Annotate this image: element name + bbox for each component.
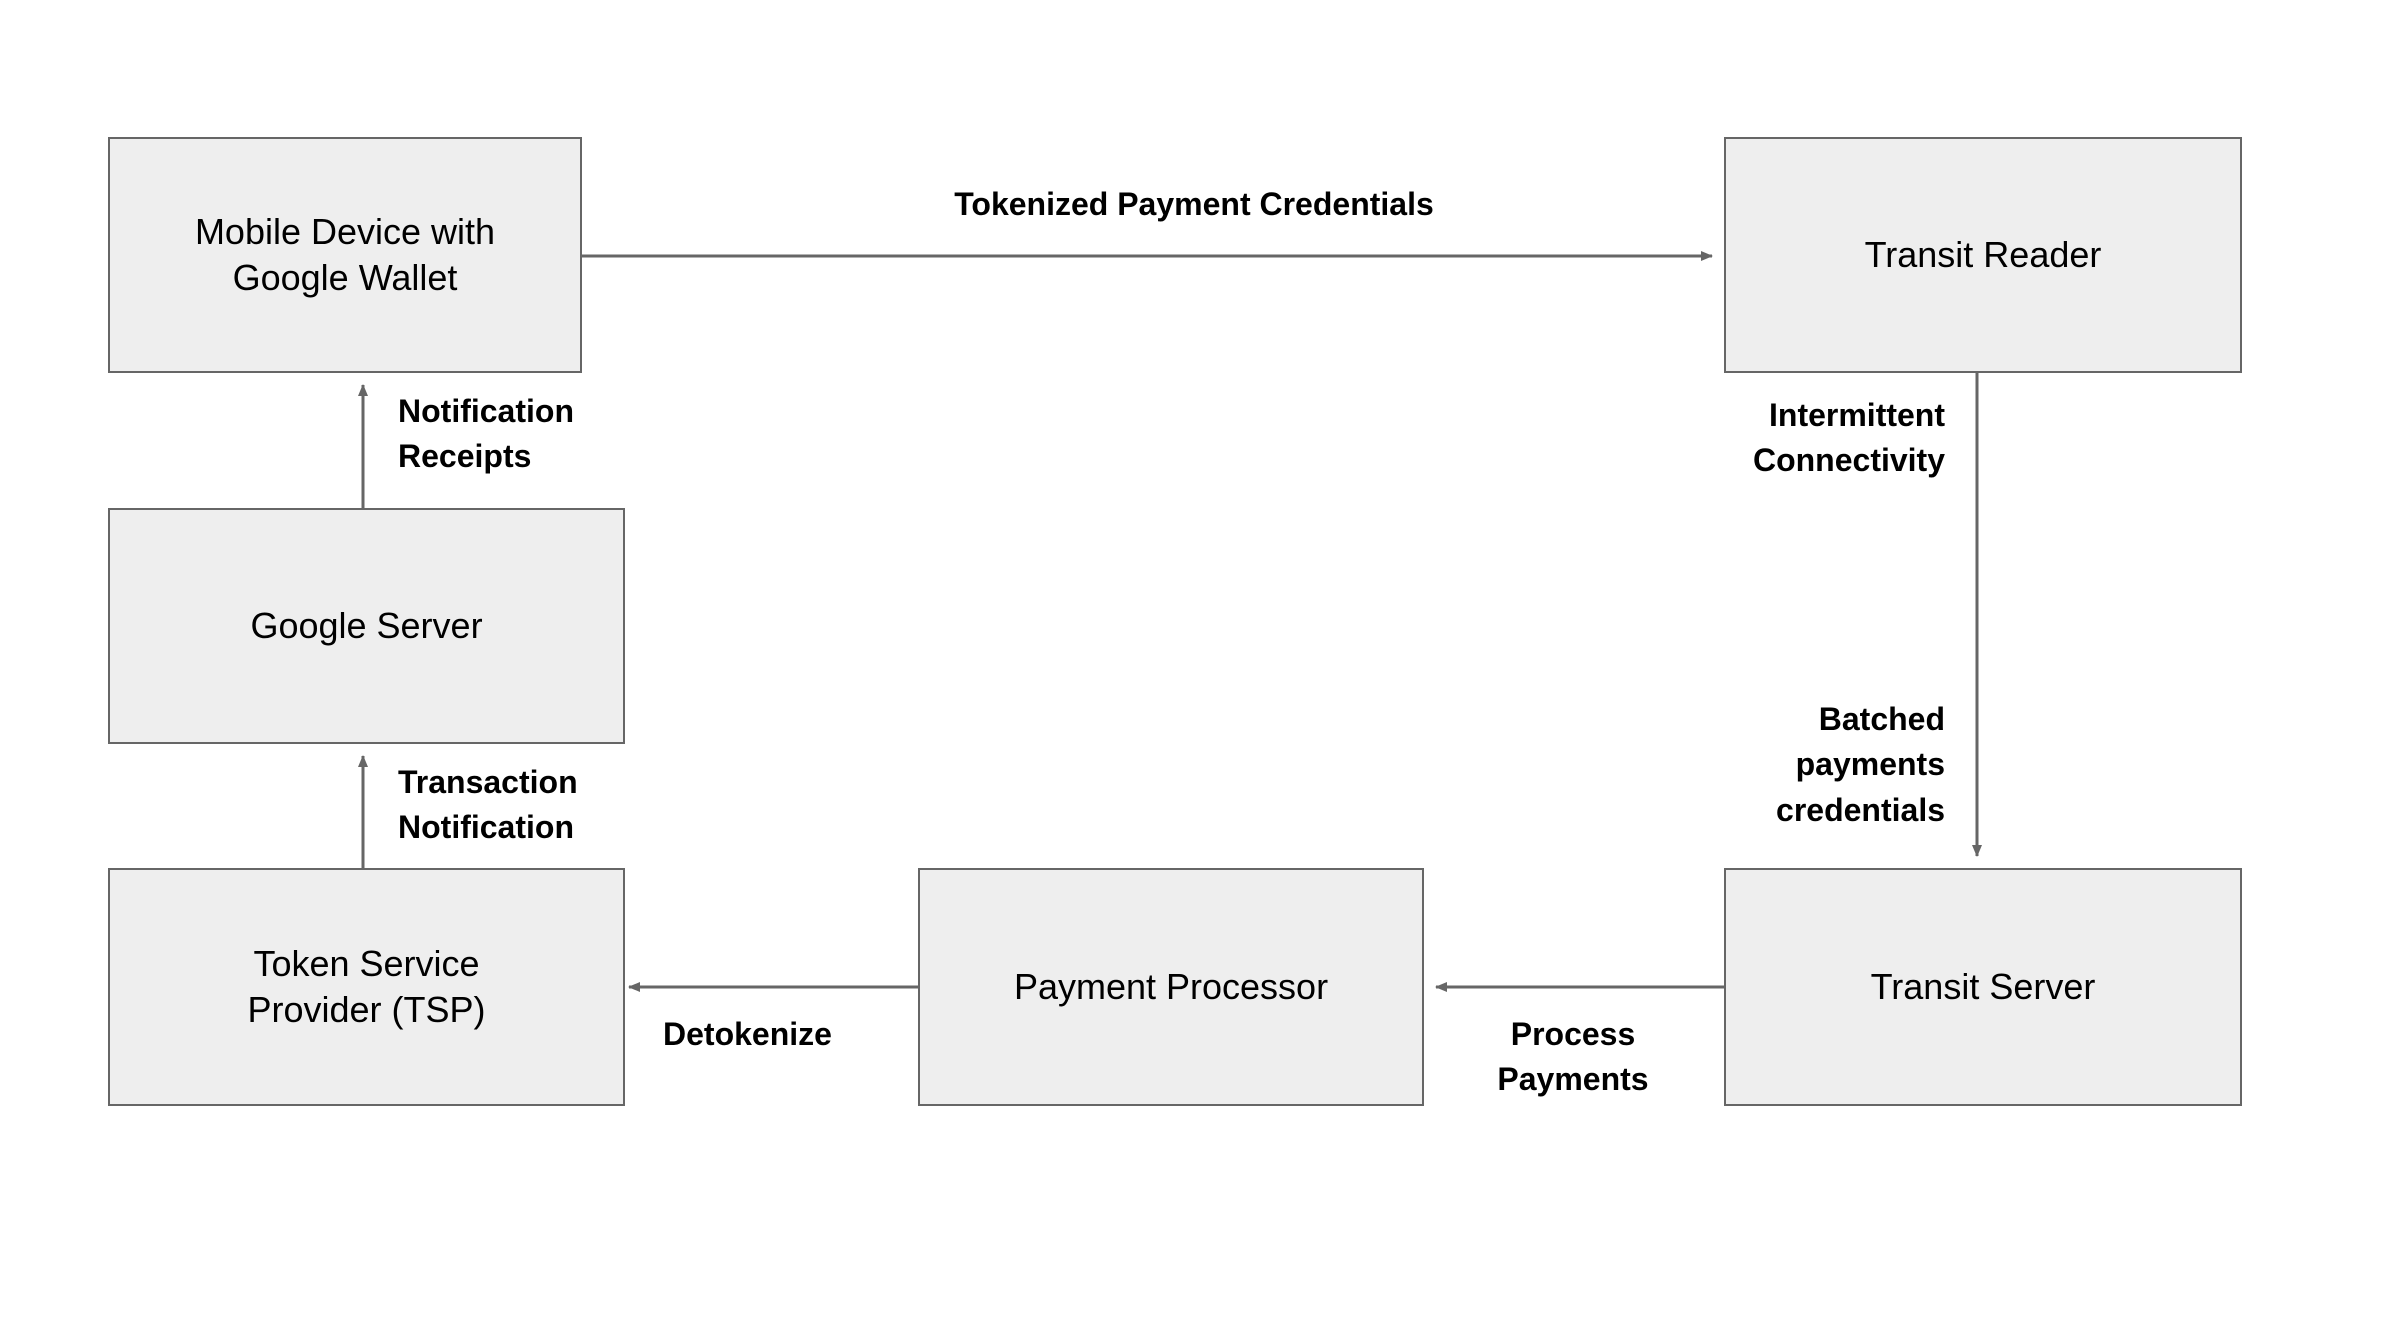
node-transit-server[interactable]: Transit Server: [1724, 868, 2242, 1106]
node-token-service-provider[interactable]: Token Service Provider (TSP): [108, 868, 625, 1106]
node-google-server-label: Google Server: [250, 604, 483, 646]
node-google-server[interactable]: Google Server: [108, 508, 625, 744]
edge-label-batched-payments-credentials: Batched payments credentials: [1776, 701, 1945, 828]
node-payment-processor[interactable]: Payment Processor: [918, 868, 1424, 1106]
edge-label-process-payments: Process Payments: [1497, 1016, 1649, 1098]
node-transit-reader[interactable]: Transit Reader: [1724, 137, 2242, 373]
node-payment-processor-label: Payment Processor: [1013, 965, 1329, 1007]
node-transit-server-label: Transit Server: [1870, 965, 2096, 1007]
node-mobile-device[interactable]: Mobile Device with Google Wallet: [108, 137, 582, 373]
edge-label-notification-receipts: Notification Receipts: [398, 393, 574, 475]
edge-label-transaction-notification: Transaction Notification: [398, 764, 578, 846]
node-mobile-device-label: Mobile Device with Google Wallet: [194, 210, 496, 298]
edge-label-tokenized-payment-credentials: Tokenized Payment Credentials: [954, 186, 1434, 222]
edge-label-intermittent-connectivity: Intermittent Connectivity: [1752, 397, 1945, 479]
node-token-service-provider-label: Token Service Provider (TSP): [247, 942, 486, 1030]
edge-label-detokenize: Detokenize: [663, 1016, 832, 1052]
node-transit-reader-label: Transit Reader: [1864, 233, 2102, 275]
